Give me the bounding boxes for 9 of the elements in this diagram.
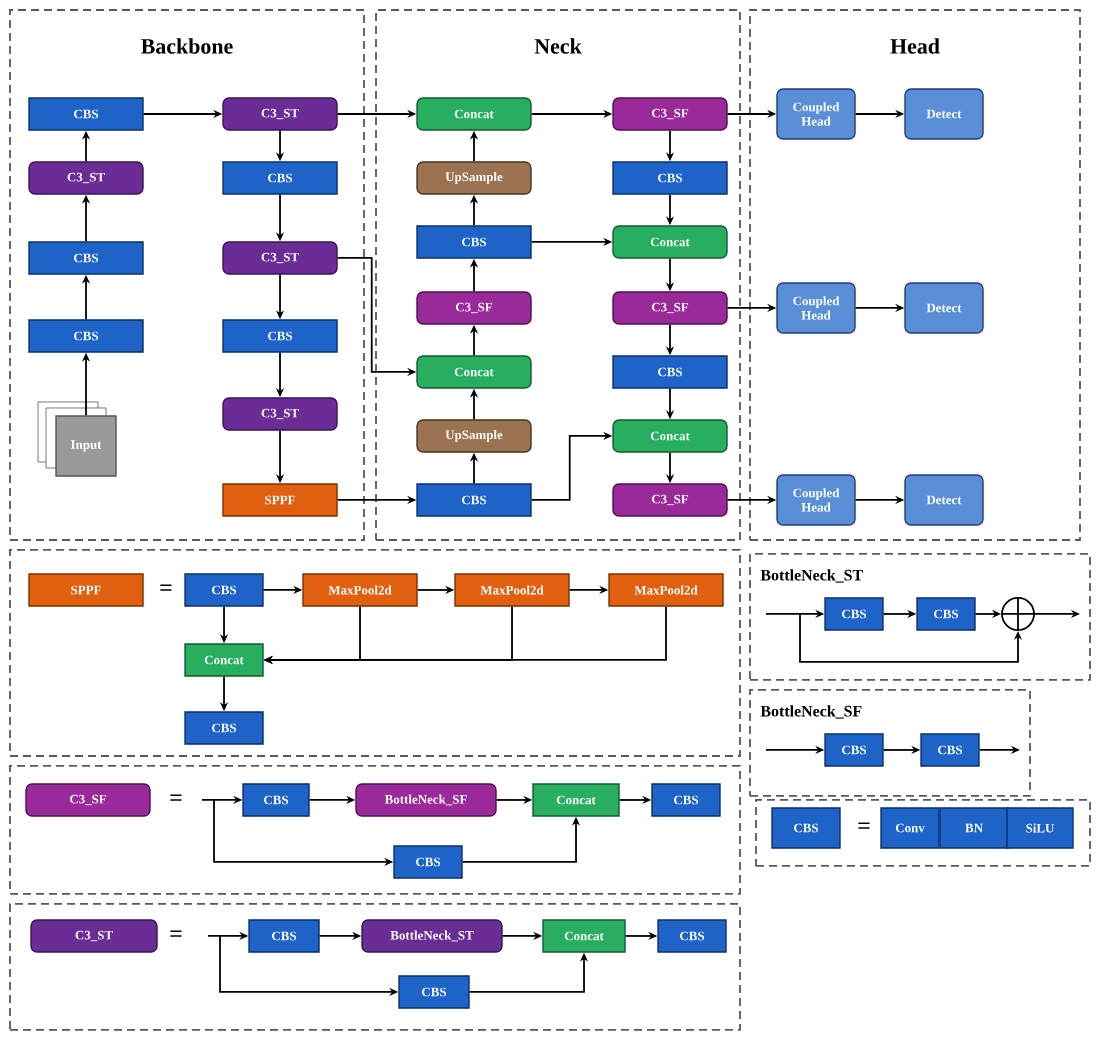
equals-sign: =: [170, 794, 182, 801]
dashed-panel: [9, 903, 741, 1031]
dashed-panel: [9, 765, 741, 895]
sum-circle: [1000, 596, 1036, 632]
equals-sign: =: [160, 584, 172, 591]
dashed-panel: [755, 799, 1091, 867]
dashed-panel: [9, 549, 741, 757]
equals-sign: =: [170, 930, 182, 937]
equals-sign: =: [858, 822, 870, 829]
